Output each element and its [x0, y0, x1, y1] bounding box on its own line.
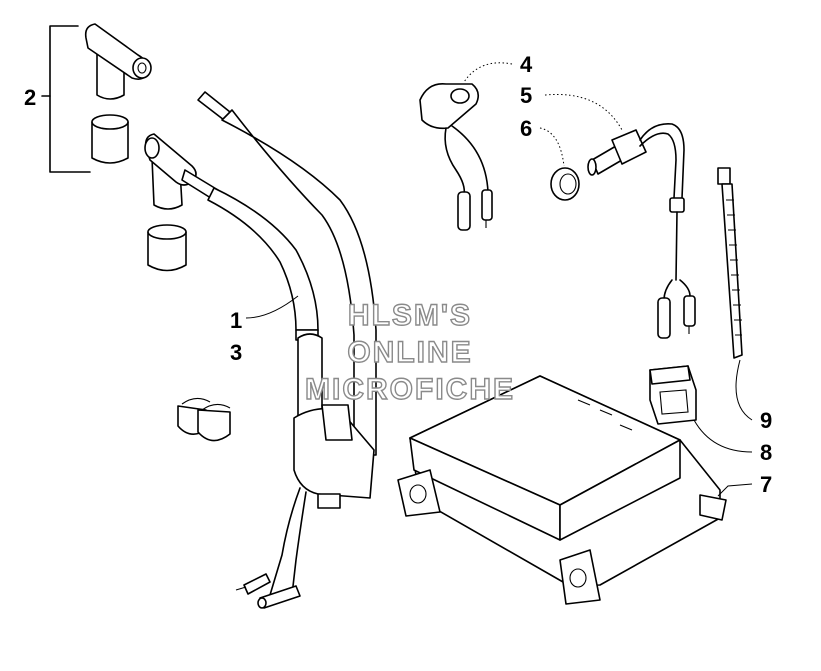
leader-7	[717, 483, 753, 497]
spark-plug-cap-upper	[84, 23, 152, 164]
spark-plug-cap-lower	[144, 133, 197, 272]
watermark-line-1: HLSM'S	[348, 299, 472, 332]
sensor-4	[419, 83, 493, 231]
callout-8: 8	[760, 440, 772, 465]
ht-lead-front	[181, 169, 319, 341]
callout-5: 5	[520, 83, 532, 108]
temperature-sensor	[587, 123, 696, 339]
watermark: HLSM'S ONLINE MICROFICHE	[304, 298, 515, 406]
leader-9	[735, 359, 753, 421]
watermark-line-3: MICROFICHE	[305, 373, 515, 406]
leader-1	[245, 295, 299, 319]
connector-block	[649, 365, 697, 425]
control-module	[397, 375, 727, 605]
wire-clip	[177, 397, 231, 442]
leader-8	[693, 419, 753, 453]
cable-tie	[717, 167, 743, 359]
callout-6: 6	[520, 116, 532, 141]
leader-4	[463, 62, 513, 83]
callout-2: 2	[24, 85, 36, 110]
bracket-2	[49, 25, 91, 173]
callout-4: 4	[520, 52, 533, 77]
watermark-line-2: ONLINE	[347, 336, 472, 369]
callout-7: 7	[760, 472, 772, 497]
callout-9: 9	[760, 408, 772, 433]
coil-connector-terminals	[235, 573, 301, 609]
callout-1: 1	[230, 308, 242, 333]
ignition-coil	[269, 333, 375, 596]
callout-3: 3	[230, 340, 242, 365]
leader-5	[544, 93, 623, 131]
leader-6	[539, 127, 565, 167]
o-ring	[550, 167, 580, 201]
